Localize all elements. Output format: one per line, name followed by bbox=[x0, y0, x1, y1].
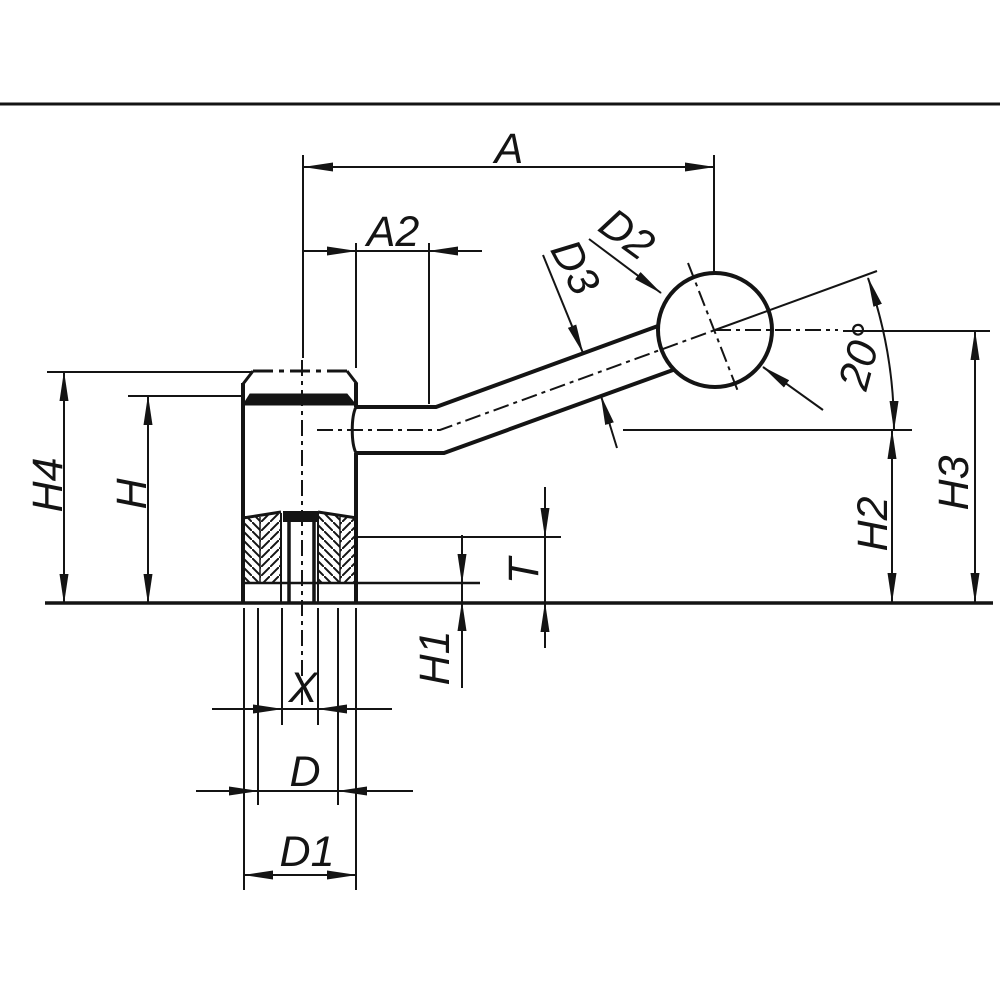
dimension-h2: H2 bbox=[623, 429, 912, 603]
d2-leader-lower bbox=[762, 366, 824, 411]
d2-leader-upper bbox=[588, 238, 662, 294]
dimension-d: D bbox=[196, 608, 413, 805]
hatch-left-outer bbox=[243, 516, 260, 583]
dimension-h4: H4 bbox=[24, 371, 253, 604]
dim-label-h2: H2 bbox=[849, 496, 897, 551]
arm-centerline bbox=[317, 329, 716, 431]
dim-label-x: X bbox=[288, 664, 320, 712]
dimension-t: T bbox=[357, 487, 561, 648]
dim-label-d2: D2 bbox=[590, 199, 663, 270]
dimension-d1: D1 bbox=[243, 608, 357, 890]
dim-label-a: A bbox=[492, 125, 524, 173]
centerlines bbox=[301, 262, 878, 705]
dimension-h1: H1 bbox=[411, 535, 467, 688]
hatch-left-inner bbox=[260, 514, 281, 583]
hub-section-detail bbox=[242, 510, 480, 603]
dim-label-h: H bbox=[108, 478, 156, 510]
arm-bottom-edge bbox=[356, 368, 674, 455]
ball-axis-centerline bbox=[687, 262, 740, 395]
dim-label-t: T bbox=[500, 555, 548, 584]
dim-label-d: D bbox=[289, 748, 320, 796]
thread-relief-bar bbox=[283, 511, 318, 522]
dimension-a2: A2 bbox=[304, 208, 482, 404]
dim-label-h3: H3 bbox=[930, 455, 978, 510]
section-top-edge-left bbox=[242, 510, 282, 520]
dimension-h: H bbox=[108, 395, 243, 604]
hub-collar-band bbox=[242, 393, 358, 406]
hatch-right-outer bbox=[340, 516, 357, 583]
dimension-h3: H3 bbox=[843, 330, 990, 603]
arm-top-edge bbox=[356, 324, 659, 409]
dimension-angle: 20° bbox=[829, 277, 899, 431]
hub-cap-chamfer-right bbox=[345, 370, 359, 385]
d3-arrow-upper bbox=[542, 254, 584, 354]
hatch-right-inner bbox=[318, 514, 340, 583]
dimension-x: X bbox=[212, 608, 392, 725]
dim-label-d1: D1 bbox=[280, 828, 335, 876]
dim-label-h4: H4 bbox=[24, 458, 72, 513]
dim-label-a2: A2 bbox=[364, 208, 420, 256]
hub-cap-chamfer-left bbox=[241, 370, 255, 385]
angle-reference-line bbox=[714, 270, 878, 331]
d3-arrow-lower bbox=[600, 395, 618, 449]
section-top-edge-right bbox=[317, 510, 358, 520]
dimension-a: A bbox=[302, 125, 715, 358]
angle-arc bbox=[867, 277, 899, 431]
dim-label-h1: H1 bbox=[411, 631, 459, 686]
